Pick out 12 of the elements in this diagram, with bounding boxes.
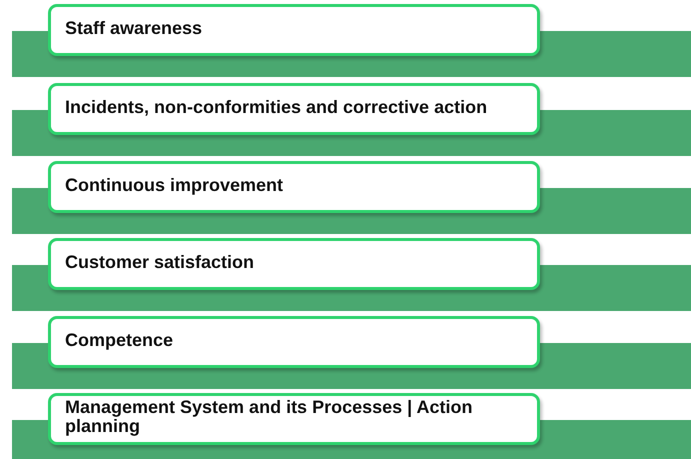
label-box xyxy=(48,4,540,56)
item-label: Incidents, non-conformities and corrective action xyxy=(65,98,488,116)
item-label: Management System and its Processes | Action planning xyxy=(65,398,474,436)
label-box xyxy=(48,161,540,213)
label-box xyxy=(48,316,540,368)
label-box xyxy=(48,238,540,290)
item-label: Continuous improvement xyxy=(65,176,284,194)
item-label: Competence xyxy=(65,330,174,350)
label-box xyxy=(48,83,540,135)
label-box xyxy=(48,393,540,445)
item-label: Customer satisfaction xyxy=(65,252,254,272)
item-label: Staff awareness xyxy=(65,18,202,38)
